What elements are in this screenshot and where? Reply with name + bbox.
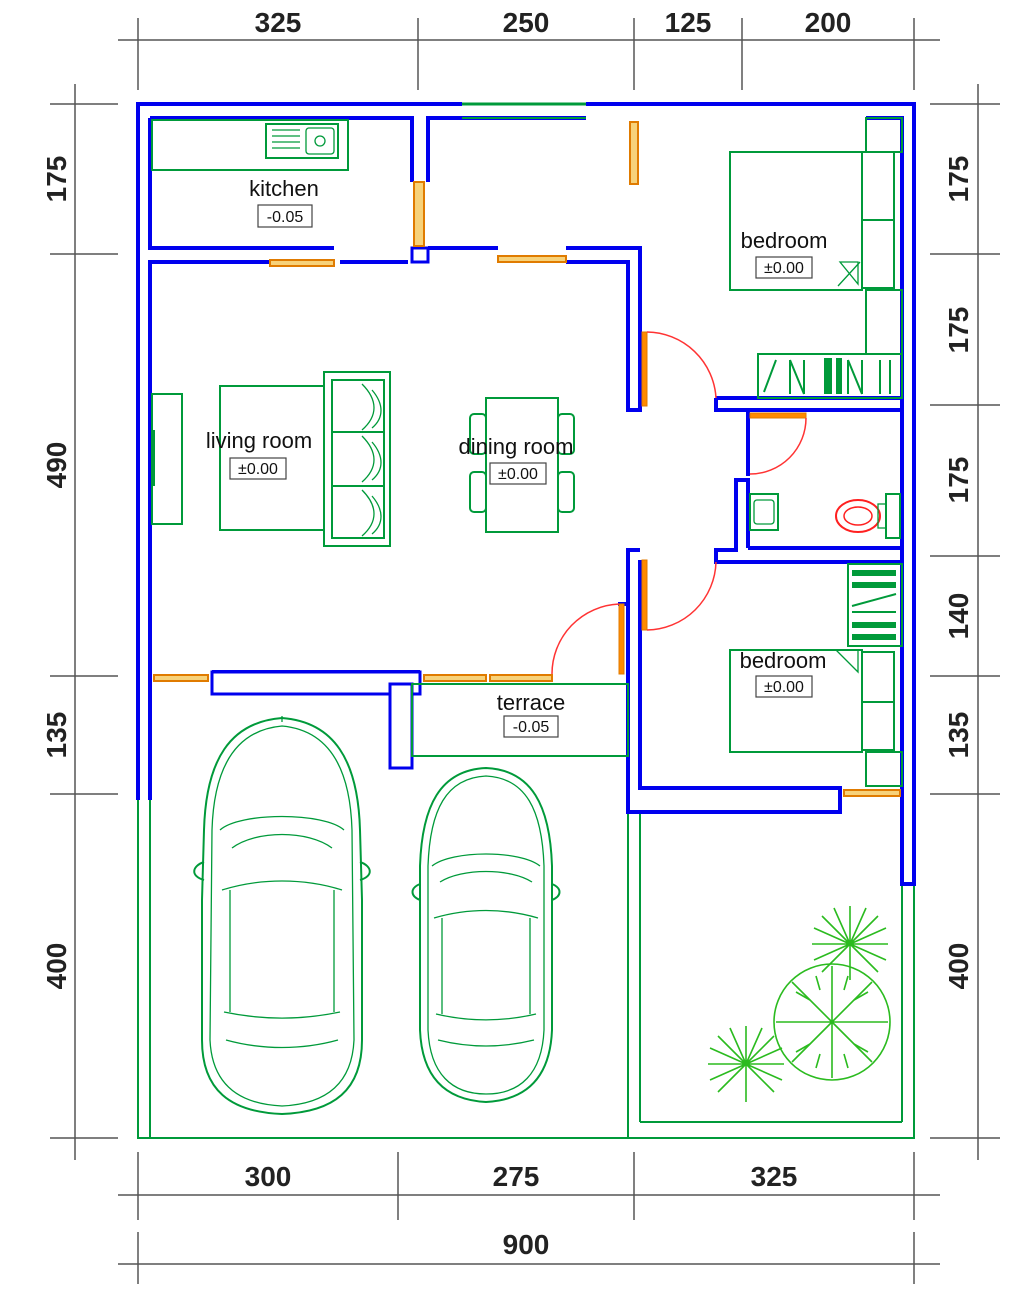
bathroom-fixtures xyxy=(749,493,901,539)
terrace-area xyxy=(411,683,629,757)
terrace-level: -0.05 xyxy=(513,719,550,736)
room-bedroom-top-label: bedroom ±0.00 xyxy=(741,228,828,279)
dim-right-6: 400 xyxy=(943,943,974,990)
bedroom-bottom-level: ±0.00 xyxy=(764,679,804,696)
dining-table-icon xyxy=(469,397,575,533)
dim-top-2: 250 xyxy=(503,7,550,38)
sofa-icon xyxy=(323,371,391,547)
walls xyxy=(136,102,916,886)
dining-level: ±0.00 xyxy=(498,466,538,483)
dim-right-1: 175 xyxy=(943,156,974,203)
living-level: ±0.00 xyxy=(238,461,278,478)
dim-bottom-3: 325 xyxy=(751,1161,798,1192)
doors xyxy=(551,331,807,675)
sink-icon xyxy=(265,123,339,159)
car-left-icon xyxy=(193,716,371,1116)
dimension-labels: 325 250 125 200 300 275 325 900 175 490 … xyxy=(41,7,974,1260)
dim-left-2: 490 xyxy=(41,442,72,489)
car-right-icon xyxy=(411,766,561,1104)
room-dining-label: dining room ±0.00 xyxy=(459,434,574,485)
windows xyxy=(153,102,901,797)
wardrobe-icon xyxy=(757,353,903,399)
dim-total: 900 xyxy=(503,1229,550,1260)
bedroom-bottom-furniture xyxy=(729,563,903,787)
living-furniture xyxy=(151,371,391,547)
kitchen-counter xyxy=(151,119,349,171)
terrace-name: terrace xyxy=(497,690,565,715)
dim-right-5: 135 xyxy=(943,712,974,759)
tv-cabinet xyxy=(151,393,183,525)
room-kitchen-label: kitchen -0.05 xyxy=(249,176,319,228)
dimension-lines xyxy=(50,18,1000,1284)
wardrobe-bottom-icon xyxy=(847,563,903,647)
bedroom-top-level: ±0.00 xyxy=(764,260,804,277)
dim-bottom-2: 275 xyxy=(493,1161,540,1192)
dining-name: dining room xyxy=(459,434,574,459)
washbasin-icon xyxy=(749,493,779,531)
bedroom-top-name: bedroom xyxy=(741,228,828,253)
dim-top-4: 200 xyxy=(805,7,852,38)
dim-right-4: 140 xyxy=(943,593,974,640)
shrub-icon-top xyxy=(812,906,888,980)
living-name: living room xyxy=(206,428,312,453)
dim-left-3: 135 xyxy=(41,712,72,759)
room-terrace-label: terrace -0.05 xyxy=(497,690,565,738)
dim-left-1: 175 xyxy=(41,156,72,203)
dim-right-2: 175 xyxy=(943,307,974,354)
room-living-label: living room ±0.00 xyxy=(206,428,312,480)
dim-left-4: 400 xyxy=(41,943,72,990)
dim-right-3: 175 xyxy=(943,457,974,504)
dim-bottom-1: 300 xyxy=(245,1161,292,1192)
bedroom-bottom-name: bedroom xyxy=(740,648,827,673)
room-bedroom-bottom-label: bedroom ±0.00 xyxy=(740,648,827,698)
toilet-icon xyxy=(835,493,901,539)
dim-top-3: 125 xyxy=(665,7,712,38)
shrub-icon-bottom xyxy=(708,1026,784,1102)
kitchen-name: kitchen xyxy=(249,176,319,201)
bedroom-top-furniture xyxy=(729,117,903,399)
dim-top-1: 325 xyxy=(255,7,302,38)
tree-icon xyxy=(773,963,891,1081)
kitchen-level: -0.05 xyxy=(267,209,304,226)
